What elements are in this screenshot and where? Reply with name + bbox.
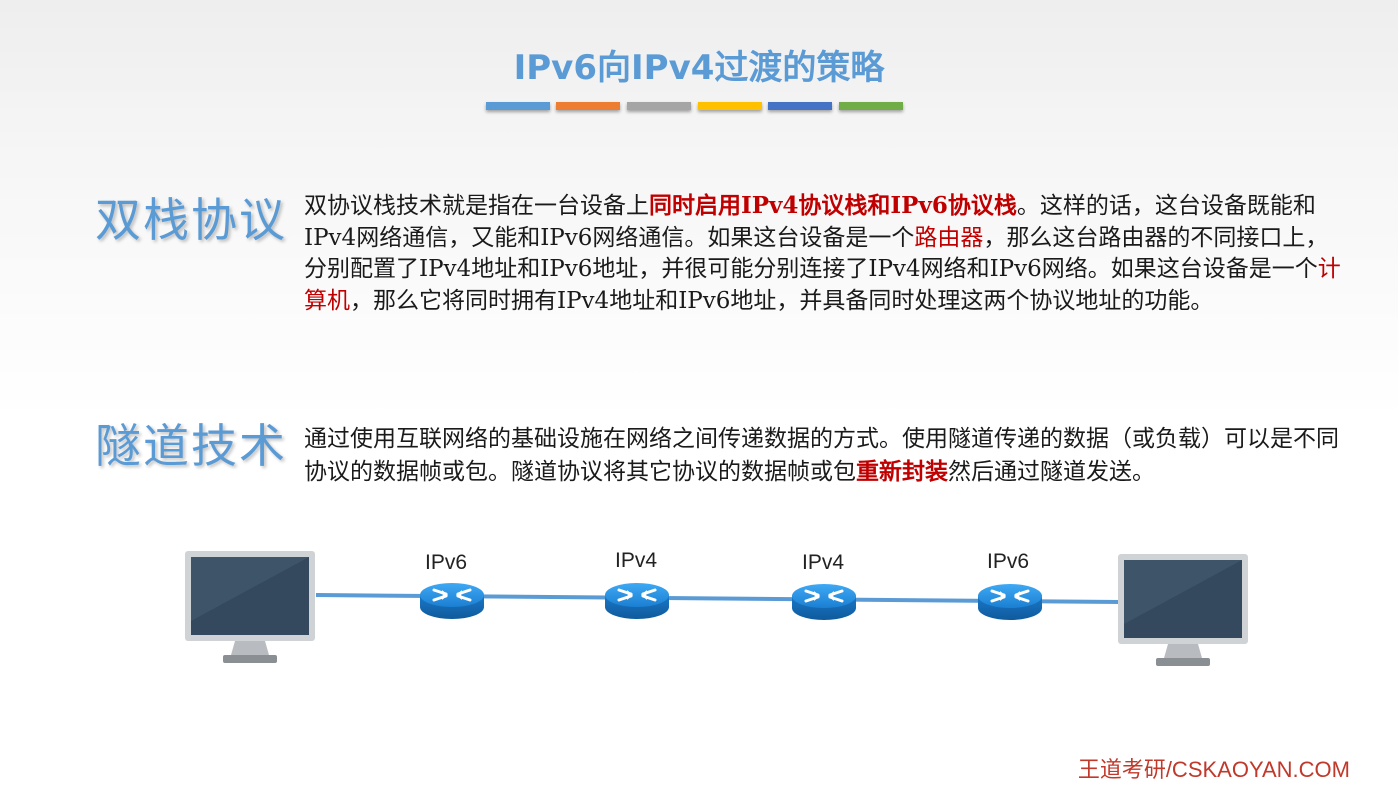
title-bar — [839, 102, 903, 110]
dual-stack-paragraph: 双协议栈技术就是指在一台设备上同时启用IPv4协议栈和IPv6协议栈。这样的话，… — [304, 190, 1349, 317]
section-heading-dual-stack: 双栈协议 — [95, 193, 287, 247]
monitor-icon — [185, 551, 315, 663]
section-heading-tunneling: 隧道技术 — [95, 419, 287, 473]
title-color-bars — [486, 102, 906, 110]
highlight-text: 重新封装 — [856, 457, 948, 485]
highlight-text: 同时启用IPv4协议栈和IPv6协议栈 — [649, 192, 1017, 219]
router-icon — [603, 581, 671, 621]
router-label: IPv6 — [425, 551, 467, 574]
tunnel-diagram: IPv6 IPv4 IPv4 IPv6 — [185, 549, 1248, 666]
paragraph-text: 双协议栈技术就是指在一台设备上 — [304, 193, 649, 219]
router-icon — [976, 582, 1044, 622]
highlight-text: 路由器 — [914, 224, 984, 251]
title-bar — [768, 102, 832, 110]
title-bar — [698, 102, 762, 110]
paragraph-text: ，那么这台路由器的不同接口上，分别配置了IPv4地址和IPv6地址，并很可能分别… — [304, 224, 1329, 283]
highlight-text: 计算机 — [304, 256, 1341, 314]
paragraph-text: 。这样的话，这台设备既能和IPv4网络通信，又能和IPv6网络通信。如果这台设备… — [304, 193, 1316, 251]
router-label: IPv4 — [615, 549, 657, 572]
title-bar — [556, 102, 620, 110]
page-title: IPv6向IPv4过渡的策略 — [513, 48, 885, 88]
paragraph-text: 然后通过隧道发送。 — [948, 458, 1155, 485]
router-label: IPv6 — [987, 550, 1029, 573]
title-bar — [627, 102, 691, 110]
router-icon — [418, 581, 486, 621]
monitor-icon — [1118, 554, 1248, 666]
paragraph-text: 通过使用互联网络的基础设施在网络之间传递数据的方式。使用隧道传递的数据（或负载）… — [304, 426, 1339, 485]
tunneling-paragraph: 通过使用互联网络的基础设施在网络之间传递数据的方式。使用隧道传递的数据（或负载）… — [304, 424, 1349, 488]
paragraph-text: ，那么它将同时拥有IPv4地址和IPv6地址，并具备同时处理这两个协议地址的功能… — [350, 287, 1214, 314]
router-label: IPv4 — [802, 551, 844, 574]
title-bar — [486, 102, 550, 110]
router-icon — [790, 582, 858, 622]
footer-brand: 王道考研/CSKAOYAN.COM — [1077, 757, 1350, 782]
